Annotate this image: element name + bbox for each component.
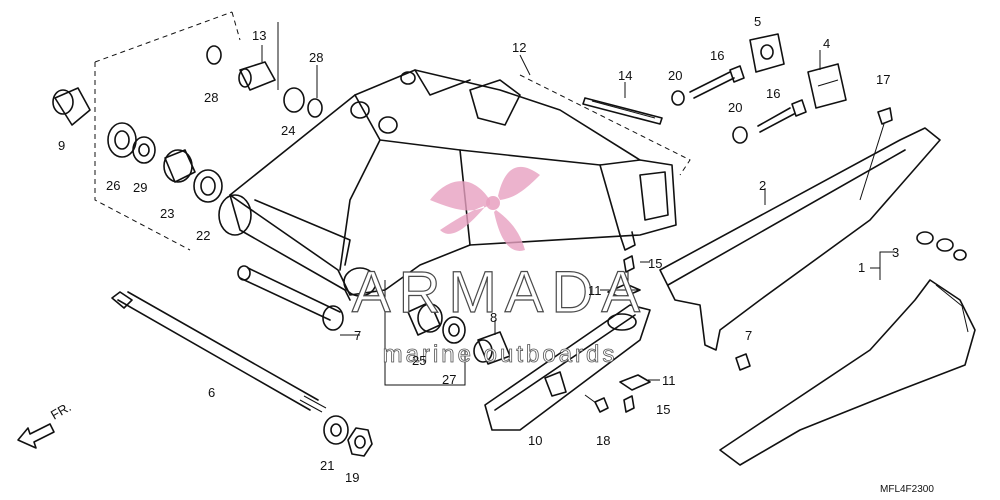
callout-4: 4 xyxy=(823,36,830,51)
watermark-logo: ARMADA marine outboards xyxy=(351,166,648,368)
stopper-block-5 xyxy=(749,33,785,73)
callout-13: 13 xyxy=(252,28,266,43)
callout-20a: 20 xyxy=(668,68,682,83)
callout-24: 24 xyxy=(281,123,295,138)
dust-seal-26 xyxy=(107,122,137,158)
callout-23: 23 xyxy=(160,206,174,221)
callout-22: 22 xyxy=(196,228,210,243)
bolt-18 xyxy=(584,394,609,413)
screw-17 xyxy=(859,107,893,201)
diagram-code: MFL4F2300 xyxy=(880,484,934,495)
callout-5: 5 xyxy=(754,14,761,29)
swingarm xyxy=(218,69,677,301)
callout-21: 21 xyxy=(320,458,334,473)
callout-17: 17 xyxy=(876,72,890,87)
callout-27: 27 xyxy=(442,372,456,387)
callout-26: 26 xyxy=(106,178,120,193)
callouts: 1 2 3 4 5 6 7 7 8 9 10 11 11 12 13 14 15… xyxy=(58,14,899,485)
callout-12: 12 xyxy=(512,40,526,55)
front-direction-label: FR. xyxy=(48,399,74,422)
bearing-22 xyxy=(193,169,223,203)
callout-16b: 16 xyxy=(766,86,780,101)
chain-joint xyxy=(916,231,967,261)
callout-16a: 16 xyxy=(710,48,724,63)
callout-7b: 7 xyxy=(745,328,752,343)
nut-19 xyxy=(347,427,373,457)
drive-chain xyxy=(719,279,976,466)
washer-21 xyxy=(323,415,349,445)
callout-18: 18 xyxy=(596,433,610,448)
watermark-tagline: marine outboards xyxy=(383,341,618,368)
callout-10: 10 xyxy=(528,433,542,448)
leader-lines xyxy=(261,22,895,386)
bearing-25 xyxy=(407,301,443,336)
screw-15-lower xyxy=(623,395,635,413)
bearing-29 xyxy=(132,136,156,164)
propeller-logo xyxy=(430,166,540,251)
callout-8: 8 xyxy=(490,310,497,325)
callout-1: 1 xyxy=(858,260,865,275)
callout-7a: 7 xyxy=(354,328,361,343)
pivot-collar xyxy=(52,87,91,126)
swingarm-label xyxy=(582,97,663,125)
plate-11-lower xyxy=(619,374,651,391)
chain-case xyxy=(659,127,941,351)
callout-28a: 28 xyxy=(204,90,218,105)
stopper-block-4 xyxy=(807,63,847,109)
callout-2: 2 xyxy=(759,178,766,193)
nut-20-upper xyxy=(671,90,685,106)
collar-13 xyxy=(238,61,276,91)
callout-19: 19 xyxy=(345,470,359,485)
watermark-brand: ARMADA xyxy=(352,260,648,325)
callout-20b: 20 xyxy=(728,100,742,115)
bearing-24 xyxy=(283,87,305,113)
chain-slider xyxy=(484,304,651,431)
callout-14: 14 xyxy=(618,68,632,83)
bolt-16-lower xyxy=(757,99,807,133)
needle-bearing-23 xyxy=(163,149,196,183)
callout-29: 29 xyxy=(133,180,147,195)
callout-3: 3 xyxy=(892,245,899,260)
callout-25: 25 xyxy=(412,353,426,368)
callout-28b: 28 xyxy=(309,50,323,65)
callout-15b: 15 xyxy=(656,402,670,417)
seal-27 xyxy=(442,316,466,344)
bolt-7-case xyxy=(735,353,751,371)
pivot-bolt xyxy=(111,291,327,413)
collar-8 xyxy=(473,331,511,365)
nut-20-lower xyxy=(732,126,748,144)
assembly-frame xyxy=(94,11,691,251)
callout-11a: 11 xyxy=(588,283,602,298)
seal-28-left xyxy=(206,45,222,65)
seal-28-top xyxy=(307,98,323,118)
callout-15a: 15 xyxy=(648,256,662,271)
pivot-collar-tube xyxy=(237,265,344,331)
callout-9: 9 xyxy=(58,138,65,153)
bolt-16-upper xyxy=(689,65,745,99)
front-direction-arrow: FR. xyxy=(17,399,74,449)
screw-15-upper xyxy=(623,255,635,282)
callout-6: 6 xyxy=(208,385,215,400)
callout-11b: 11 xyxy=(662,373,676,388)
